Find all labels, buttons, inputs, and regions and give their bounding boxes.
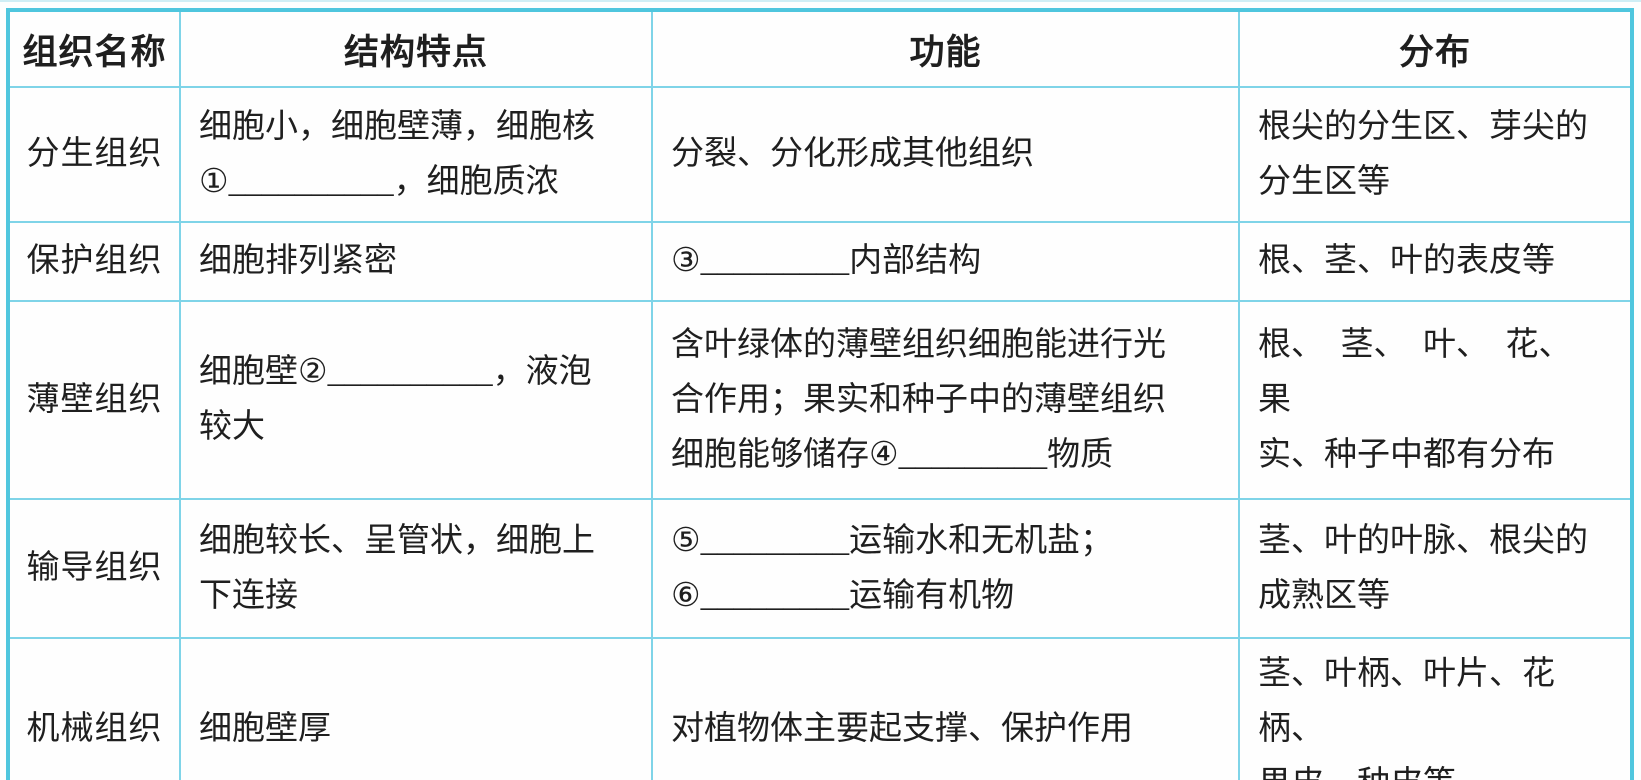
cell-function: ⑤_________运输水和无机盐； ⑥_________运输有机物 [651,498,1240,639]
column-header-function: 功能 [651,9,1240,88]
cell-structure: 细胞排列紧密 [179,221,653,302]
cell-structure: 细胞壁②__________，液泡 较大 [179,300,653,500]
table-row-parenchyma: 薄壁组织 细胞壁②__________，液泡 较大 含叶绿体的薄壁组织细胞能进行… [7,300,1633,500]
table-row-protective: 保护组织 细胞排列紧密 ③_________内部结构 根、茎、叶的表皮等 [7,221,1633,302]
cell-distribution: 茎、叶柄、叶片、花柄、 果皮、种皮等 [1238,637,1633,780]
cell-tissue-name: 输导组织 [7,498,181,639]
cell-distribution: 根、茎、叶的表皮等 [1238,221,1633,302]
cell-function: 含叶绿体的薄壁组织细胞能进行光 合作用；果实和种子中的薄壁组织 细胞能够储存④_… [651,300,1240,500]
cell-function: 分裂、分化形成其他组织 [651,86,1240,223]
cell-structure: 细胞壁厚 [179,637,653,780]
cell-tissue-name: 分生组织 [7,86,181,223]
cell-structure: 细胞较长、呈管状，细胞上 下连接 [179,498,653,639]
cell-distribution: 茎、叶的叶脉、根尖的 成熟区等 [1238,498,1633,639]
cell-function: 对植物体主要起支撑、保护作用 [651,637,1240,780]
column-header-distribution: 分布 [1238,9,1633,88]
cell-tissue-name: 保护组织 [7,221,181,302]
cell-function: ③_________内部结构 [651,221,1240,302]
cell-distribution: 根、 茎、 叶、 花、 果 实、种子中都有分布 [1238,300,1633,500]
cell-structure: 细胞小，细胞壁薄，细胞核 ①__________，细胞质浓 [179,86,653,223]
table-row-conductive: 输导组织 细胞较长、呈管状，细胞上 下连接 ⑤_________运输水和无机盐；… [7,498,1633,639]
scan-edge-artifact [0,0,1641,2]
column-header-tissue-name: 组织名称 [7,9,181,88]
cell-distribution: 根尖的分生区、芽尖的 分生区等 [1238,86,1633,223]
plant-tissue-table: 组织名称 结构特点 功能 分布 分生组织 细胞小，细胞壁薄，细胞核 ①_____… [6,8,1634,780]
table-header-row: 组织名称 结构特点 功能 分布 [7,9,1633,88]
table-row-mechanical: 机械组织 细胞壁厚 对植物体主要起支撑、保护作用 茎、叶柄、叶片、花柄、 果皮、… [7,637,1633,780]
table-row-meristem: 分生组织 细胞小，细胞壁薄，细胞核 ①__________，细胞质浓 分裂、分化… [7,86,1633,223]
cell-tissue-name: 薄壁组织 [7,300,181,500]
column-header-structure: 结构特点 [179,9,653,88]
cell-tissue-name: 机械组织 [7,637,181,780]
